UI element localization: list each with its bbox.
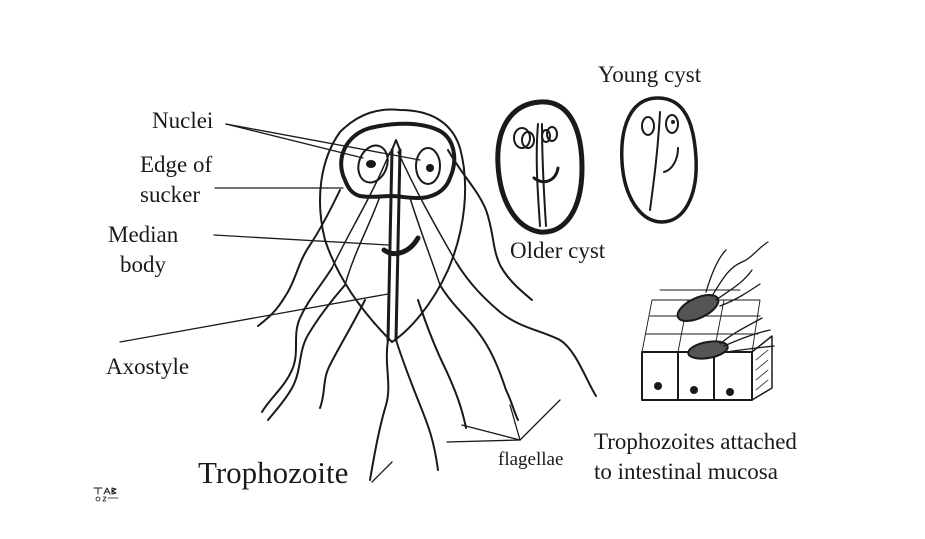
- flagellum-tail-left: [369, 339, 390, 481]
- attached-flagella: [705, 241, 775, 353]
- older-cyst-nucleus-3: [546, 126, 558, 142]
- flagellum-tail-right: [395, 339, 439, 471]
- attached-trophozoite-2: [687, 340, 729, 360]
- older-cyst-wall: [495, 99, 585, 235]
- label-edge-of-sucker-line2: sucker: [140, 182, 201, 207]
- label-edge-of-sucker-line1: Edge of: [140, 152, 213, 177]
- older-cyst-drawing: [495, 99, 585, 235]
- axostyle-rod-right: [394, 148, 402, 342]
- label-young-cyst: Young cyst: [598, 62, 702, 87]
- nucleus-right: [415, 147, 441, 185]
- older-cyst-axostyle: [535, 123, 541, 227]
- older-cyst-median-body: [532, 166, 560, 184]
- median-body-leader: [213, 234, 389, 246]
- young-cyst-wall: [620, 96, 698, 224]
- axostyle-tip: [391, 139, 401, 151]
- label-median-body-line1: Median: [108, 222, 179, 247]
- mucosa-side-hatch: [755, 349, 769, 391]
- flagellum-5: [439, 284, 519, 421]
- artist-signature: [93, 487, 119, 502]
- trophozoite-leader: [371, 461, 393, 483]
- older-cyst-nucleus-1: [513, 127, 531, 149]
- sucker-edge: [339, 121, 457, 200]
- label-flagellae: flagellae: [498, 449, 564, 470]
- cell-nucleus-1: [654, 382, 662, 390]
- epithelial-cell-1: [641, 351, 679, 401]
- young-cyst-median-body: [663, 147, 679, 173]
- label-axostyle: Axostyle: [106, 354, 190, 379]
- flagellum-2: [267, 284, 346, 421]
- nuclei-leader-2: [225, 123, 421, 161]
- median-body: [381, 235, 421, 256]
- older-cyst-nucleus-4: [541, 129, 551, 143]
- label-nuclei: Nuclei: [152, 108, 214, 133]
- epithelial-cell-3: [713, 351, 753, 401]
- young-cyst-nucleolus: [671, 120, 675, 124]
- flagellum-3: [257, 189, 341, 327]
- nucleus-left: [357, 144, 389, 184]
- label-attached-line2: to intestinal mucosa: [594, 459, 778, 484]
- mucosa-drawing: [641, 241, 775, 401]
- flagellae-leader-4: [461, 424, 521, 441]
- flagellae-leader-1: [446, 439, 521, 443]
- young-cyst-nucleus-2: [665, 114, 679, 134]
- flagellum-6: [447, 149, 533, 301]
- older-cyst-nucleus-2: [521, 131, 535, 149]
- nuclei-leader-1: [225, 123, 364, 159]
- older-cyst-axostyle-2: [541, 123, 547, 227]
- label-median-body-line2: body: [120, 252, 166, 277]
- axostyle-leader: [119, 293, 389, 343]
- young-cyst-drawing: [620, 96, 698, 224]
- axostyle-rod-left: [386, 148, 394, 342]
- flagellum-4: [455, 261, 597, 397]
- nucleolus-left: [366, 160, 376, 168]
- flagellum-1: [261, 267, 333, 413]
- nucleolus-right: [426, 164, 434, 172]
- label-trophozoite: Trophozoite: [198, 455, 349, 490]
- trophozoite-drawing: [257, 108, 597, 481]
- cell-nucleus-2: [690, 386, 698, 394]
- flagellae-leader-3: [519, 399, 561, 441]
- flagellum-8: [417, 299, 467, 429]
- young-cyst-axostyle: [649, 111, 661, 211]
- flagellum-7: [319, 299, 366, 409]
- young-cyst-nucleus-1: [641, 116, 655, 136]
- label-attached-line1: Trophozoites attached: [594, 429, 797, 454]
- inner-line-left: [331, 151, 391, 269]
- trophozoite-body-outline: [319, 108, 467, 343]
- leader-lines: [119, 123, 561, 483]
- flagellae-leader-2: [509, 404, 521, 441]
- attached-trophozoite-1: [676, 294, 720, 322]
- cell-nucleus-3: [726, 388, 734, 396]
- inner-line-left2: [344, 195, 381, 286]
- label-older-cyst: Older cyst: [510, 238, 606, 263]
- inner-line-right2: [409, 197, 441, 286]
- inner-line-right: [397, 151, 457, 263]
- mucosa-side: [751, 335, 773, 401]
